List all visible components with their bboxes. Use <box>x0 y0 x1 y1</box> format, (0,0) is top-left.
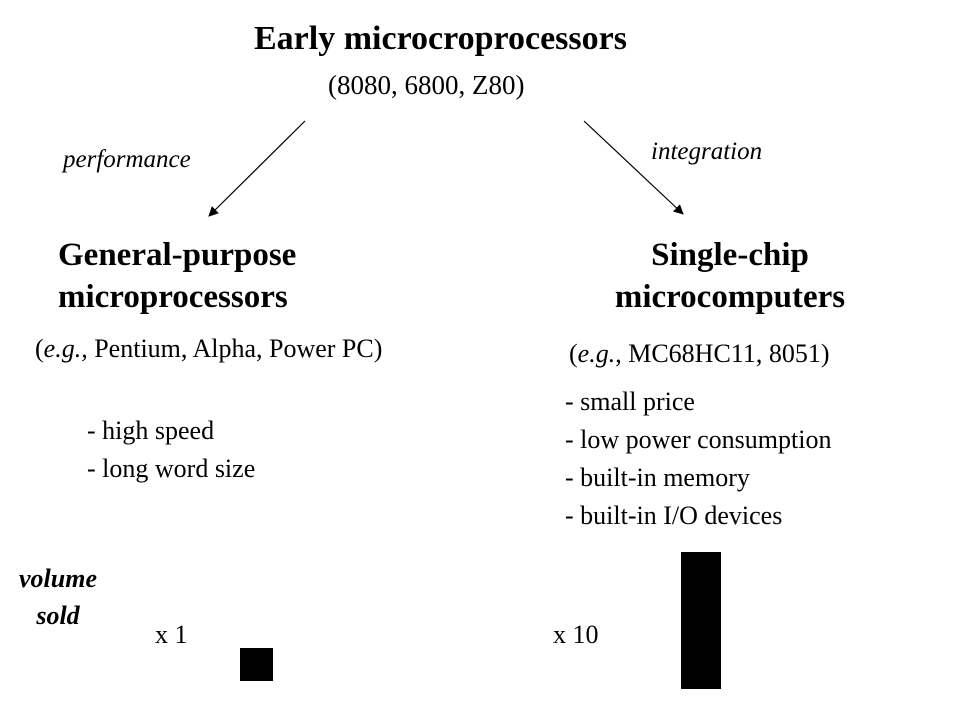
diagram-subtitle: (8080, 6800, Z80) <box>328 70 525 100</box>
volume-sold-label: volume sold <box>8 560 108 634</box>
arrow-integration <box>583 120 684 215</box>
single-chip-heading-line2: microcomputers <box>614 279 846 315</box>
examples-text-left: Pentium, Alpha, Power PC <box>87 334 374 363</box>
volume-bar-general-purpose <box>240 648 273 681</box>
single-chip-examples: (e.g., MC68HC11, 8051) <box>569 339 830 368</box>
volume-bar-single-chip <box>681 552 721 689</box>
diagram-title: Early microcroprocessors <box>254 20 627 57</box>
volume-label-line1: volume <box>19 564 97 593</box>
feature-item: - small price <box>565 387 695 416</box>
feature-item: - long word size <box>87 454 256 483</box>
examples-prefix-right: e.g. <box>577 339 616 368</box>
feature-item: - built-in I/O devices <box>565 501 783 530</box>
general-purpose-heading: General-purpose microprocessors <box>58 234 296 318</box>
general-purpose-heading-line1: General-purpose <box>58 237 297 273</box>
general-purpose-examples: (e.g., Pentium, Alpha, Power PC) <box>35 334 383 363</box>
arrow-performance <box>208 120 306 217</box>
volume-label-line2: sold <box>36 601 80 630</box>
arrow-label-performance: performance <box>63 146 191 173</box>
single-chip-heading-line1: Single-chip <box>651 237 809 273</box>
volume-multiplier-right: x 10 <box>553 620 599 649</box>
examples-prefix-left: e.g., <box>43 334 88 363</box>
feature-item: - built-in memory <box>565 463 750 492</box>
single-chip-heading: Single-chip microcomputers <box>590 234 870 318</box>
general-purpose-features: - high speed - long word size <box>87 412 255 488</box>
single-chip-features: - small price - low power consumption - … <box>565 383 831 535</box>
general-purpose-heading-line2: microprocessors <box>58 279 288 315</box>
volume-multiplier-left: x 1 <box>155 620 188 649</box>
arrow-label-integration: integration <box>651 138 763 165</box>
examples-text-right: , MC68HC11, 8051 <box>615 339 821 368</box>
feature-item: - low power consumption <box>565 425 832 454</box>
feature-item: - high speed <box>87 416 215 445</box>
